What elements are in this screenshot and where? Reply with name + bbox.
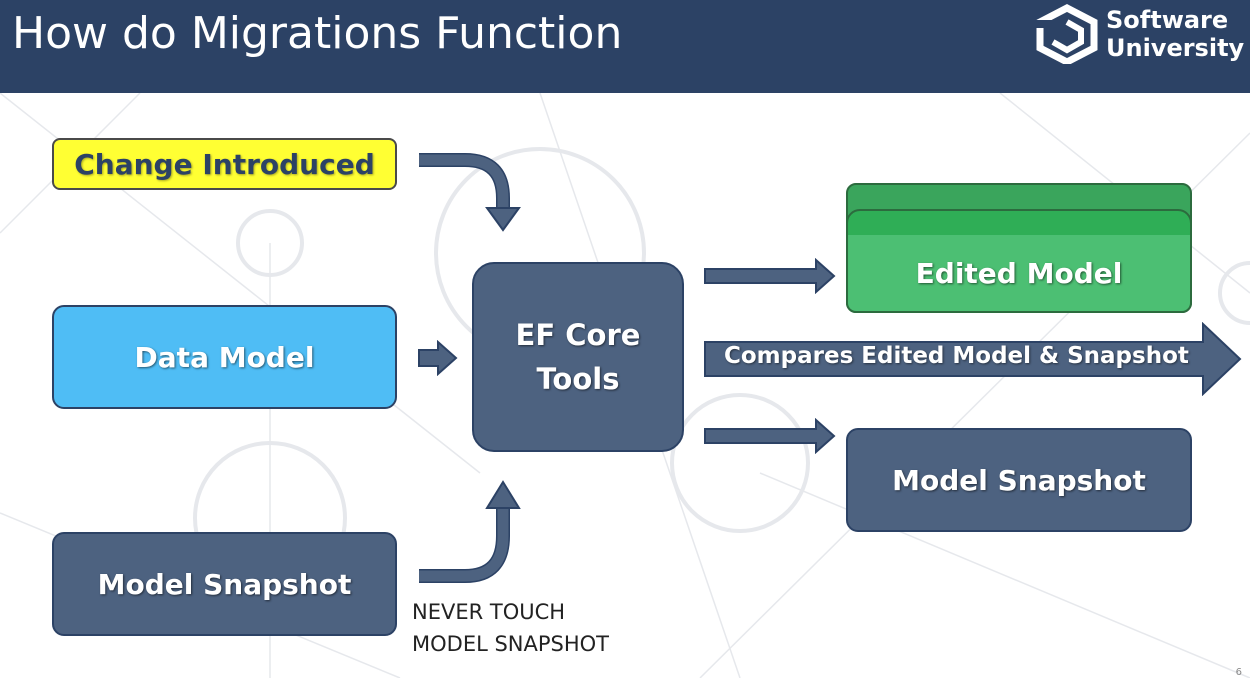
arrow-right-icon bbox=[704, 258, 836, 294]
edited-model-tab bbox=[846, 209, 1192, 237]
data-model-box: Data Model bbox=[52, 305, 397, 409]
compares-label: Compares Edited Model & Snapshot bbox=[724, 343, 1189, 369]
model-snapshot-right-box: Model Snapshot bbox=[846, 428, 1192, 532]
logo-line-1: Software bbox=[1106, 6, 1229, 34]
note-line-2: MODEL SNAPSHOT bbox=[412, 632, 610, 656]
arrow-right-icon bbox=[704, 418, 836, 454]
logo-line-2: University bbox=[1106, 34, 1245, 62]
edited-model-label: Edited Model bbox=[915, 256, 1123, 290]
compares-arrow-banner bbox=[704, 322, 1242, 396]
never-touch-note: NEVER TOUCH MODEL SNAPSHOT bbox=[412, 596, 609, 660]
page-title: How do Migrations Function bbox=[12, 8, 623, 59]
change-introduced-box: Change Introduced bbox=[52, 138, 397, 190]
ef-core-tools-box: EF Core Tools bbox=[472, 262, 684, 452]
header-bar: How do Migrations Function Software Univ… bbox=[0, 0, 1250, 93]
curved-arrow-down-icon bbox=[419, 153, 521, 232]
model-snapshot-right-label: Model Snapshot bbox=[892, 463, 1146, 497]
software-university-logo: Software University bbox=[1034, 4, 1244, 66]
arrow-right-icon bbox=[418, 340, 458, 376]
ef-core-label: EF Core bbox=[515, 318, 641, 352]
change-introduced-label: Change Introduced bbox=[74, 147, 375, 181]
edited-model-box: Edited Model bbox=[846, 235, 1192, 313]
note-line-1: NEVER TOUCH bbox=[412, 600, 566, 624]
model-snapshot-left-box: Model Snapshot bbox=[52, 532, 397, 636]
data-model-label: Data Model bbox=[134, 340, 315, 374]
logo-icon bbox=[1036, 4, 1098, 66]
curved-arrow-up-icon bbox=[419, 480, 521, 583]
page-number: 6 bbox=[1235, 667, 1242, 678]
model-snapshot-left-label: Model Snapshot bbox=[97, 567, 352, 601]
tools-label: Tools bbox=[536, 362, 620, 396]
